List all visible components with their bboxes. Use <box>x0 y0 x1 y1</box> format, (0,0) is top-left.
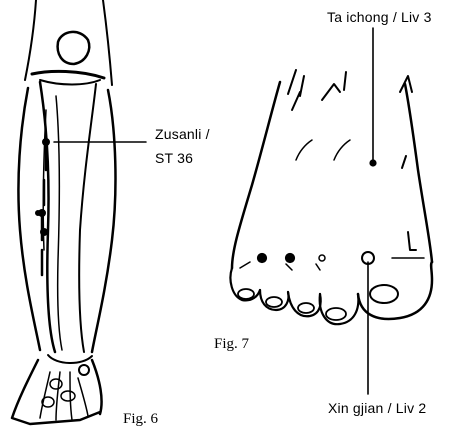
leg-drawing <box>12 0 115 424</box>
st36-label: ST 36 <box>155 151 193 165</box>
foot-drawing <box>230 70 432 324</box>
fig7-caption: Fig. 7 <box>214 337 249 352</box>
fig6-caption: Fig. 6 <box>123 412 158 427</box>
xingjian-label: Xin gjian / Liv 2 <box>328 401 426 415</box>
taichong-label: Ta ichong / Liv 3 <box>327 10 432 24</box>
patella-shape <box>58 32 90 64</box>
zusanli-label: Zusanli / <box>155 127 210 141</box>
